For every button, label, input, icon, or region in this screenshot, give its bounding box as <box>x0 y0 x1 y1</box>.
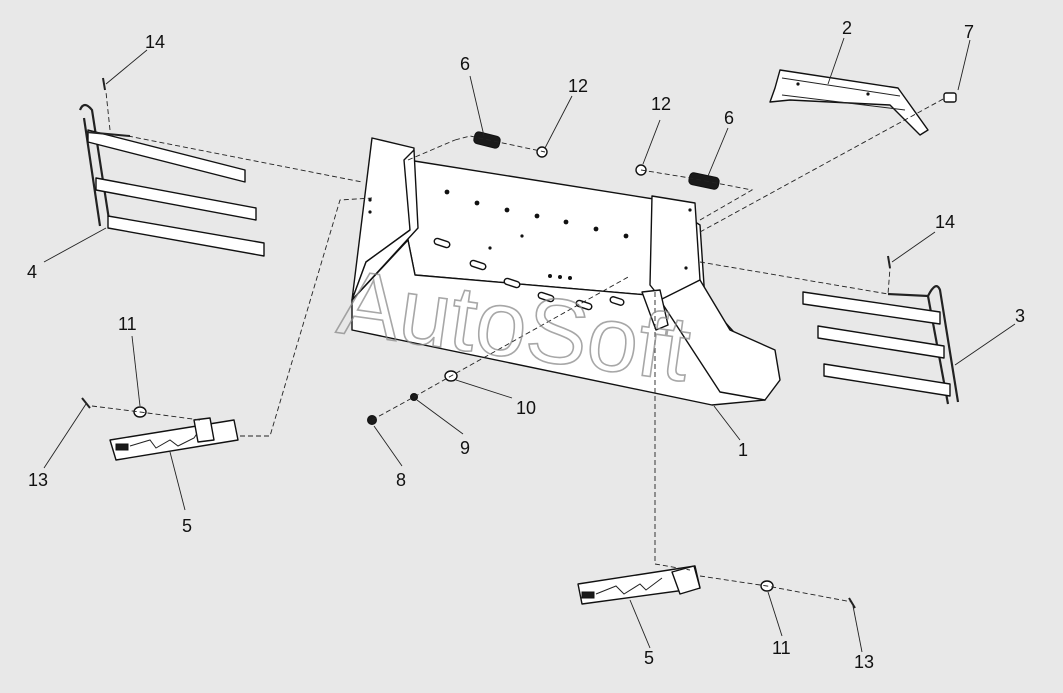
callout-14-left: 14 <box>145 32 165 52</box>
part-6-spring-right <box>688 172 720 190</box>
part-9-washer <box>410 393 418 401</box>
callout-5-left: 5 <box>182 516 192 536</box>
callout-5-right: 5 <box>644 648 654 668</box>
callout-9: 9 <box>460 438 470 458</box>
callout-12-left: 12 <box>568 76 588 96</box>
part-5-slide-bracket-right <box>577 565 701 605</box>
callout-6-right: 6 <box>724 108 734 128</box>
part-12-washer-left <box>536 146 548 158</box>
part-1-main-body <box>351 137 781 406</box>
part-4-left-rack <box>78 103 265 257</box>
part-3-right-rack <box>802 285 960 405</box>
part-2-upper-bracket <box>769 69 929 136</box>
callouts: 14 6 12 2 7 12 6 14 3 4 11 13 5 8 9 10 1… <box>27 18 1025 672</box>
leader-lines <box>43 37 1016 653</box>
part-13-pin-right <box>848 597 856 609</box>
callout-11-left: 11 <box>118 314 137 334</box>
part-14-pin-left <box>102 77 106 91</box>
callout-13-right: 13 <box>854 652 874 672</box>
assembly-lines <box>91 91 946 603</box>
part-5-slide-bracket-left <box>109 417 239 461</box>
callout-10: 10 <box>516 398 536 418</box>
callout-1: 1 <box>738 440 748 460</box>
callout-2: 2 <box>842 18 852 38</box>
callout-6-left: 6 <box>460 54 470 74</box>
callout-11-right: 11 <box>772 638 791 658</box>
callout-7: 7 <box>964 22 974 42</box>
callout-14-right: 14 <box>935 212 955 232</box>
part-13-pin-left <box>81 397 91 409</box>
callout-4: 4 <box>27 262 37 282</box>
callout-13-left: 13 <box>28 470 48 490</box>
part-14-pin-right <box>887 255 891 269</box>
callout-8: 8 <box>396 470 406 490</box>
callout-12-right: 12 <box>651 94 671 114</box>
part-7-bolt <box>943 92 957 103</box>
callout-3: 3 <box>1015 306 1025 326</box>
